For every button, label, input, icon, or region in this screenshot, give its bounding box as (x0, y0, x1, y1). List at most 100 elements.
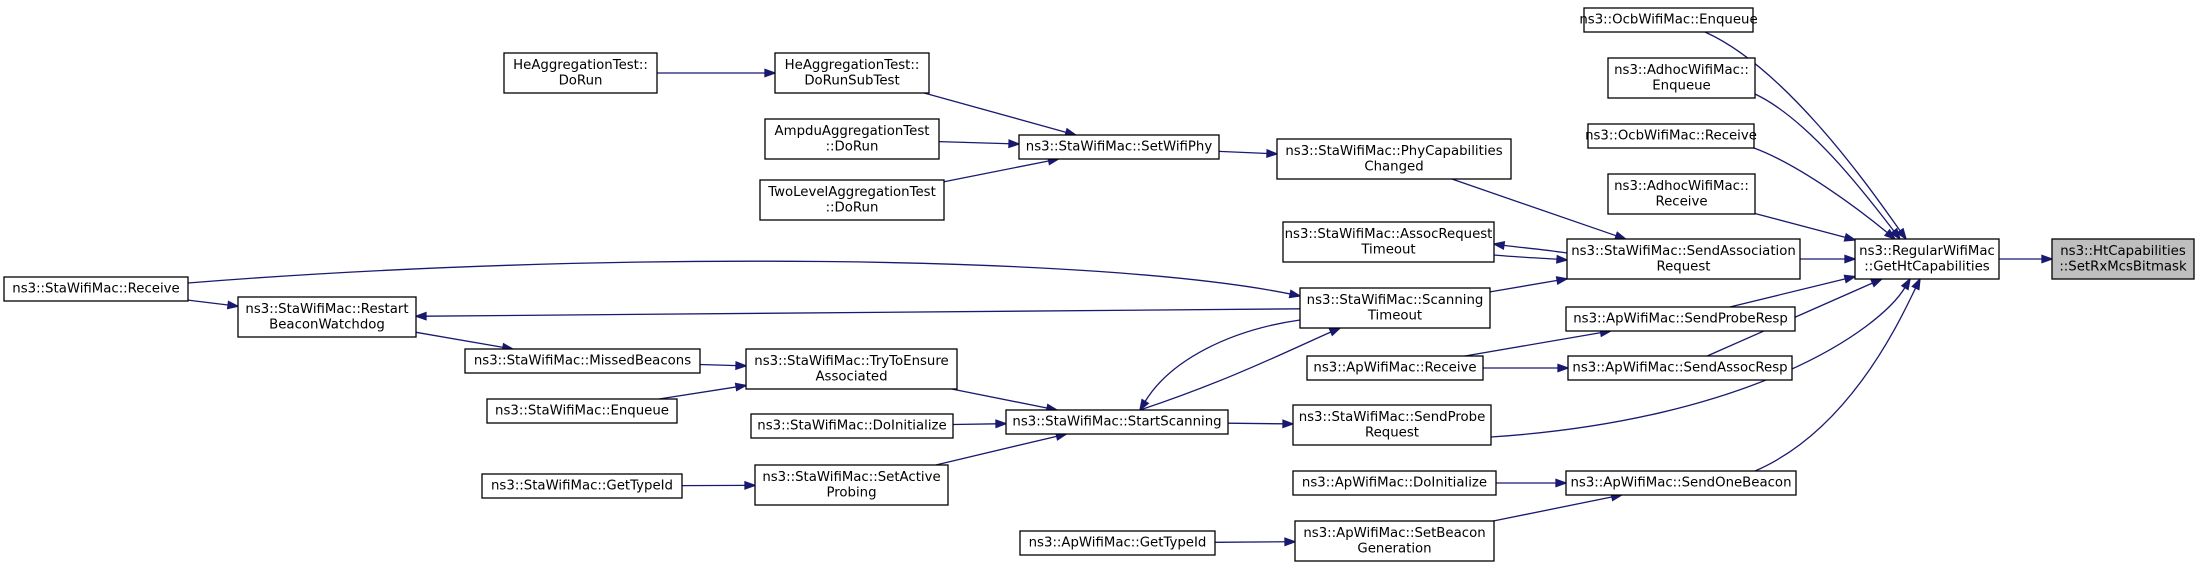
node-adhoc-enqueue[interactable]: ns3::AdhocWifiMac::Enqueue (1607, 57, 1756, 99)
node-rwm-getht[interactable]: ns3::RegularWifiMac::GetHtCapabilities (1854, 238, 2000, 280)
node-sta-doinit[interactable]: ns3::StaWifiMac::DoInitialize (750, 413, 954, 439)
edge-ap_receive-to-ap_sendassoc (1483, 363, 1570, 373)
node-label: DoRun (559, 73, 603, 88)
node-label: ns3::StaWifiMac::SendAssociation (1571, 244, 1796, 259)
edge-adhoc_receive-to-rwm_getht (1754, 212, 1857, 242)
edge-sta_receive-to-sta_restartbw (187, 299, 240, 310)
node-label: ns3::StaWifiMac::MissedBeacons (474, 354, 691, 369)
node-label: Enqueue (1652, 78, 1711, 93)
node-label: Request (1656, 259, 1710, 274)
node-label: ns3::RegularWifiMac (1859, 244, 1995, 259)
edge-he_dorunsub-to-sta_setphy (923, 92, 1078, 137)
edge-ap_gettypeid-to-ap_setbeacon (1214, 537, 1297, 547)
edge-ap_doinit-to-ap_sendbeacon (1496, 478, 1568, 488)
node-sta-startscan[interactable]: ns3::StaWifiMac::StartScanning (1005, 409, 1229, 435)
node-label: ns3::StaWifiMac::StartScanning (1012, 415, 1221, 430)
node-ampdu-dorun[interactable]: AmpduAggregationTest::DoRun (764, 118, 940, 160)
node-label: Timeout (1360, 242, 1415, 257)
node-label: ns3::AdhocWifiMac:: (1614, 63, 1749, 78)
edge-sta_scantimeout-to-sta_startscan (1139, 319, 1301, 412)
node-label: ::SetRxMcsBitmask (2059, 259, 2187, 274)
node-label: ns3::AdhocWifiMac:: (1614, 179, 1749, 194)
node-ap-sendbeacon[interactable]: ns3::ApWifiMac::SendOneBeacon (1565, 470, 1797, 496)
node-label: DoRunSubTest (804, 73, 899, 88)
node-label: HeAggregationTest:: (785, 58, 920, 73)
node-label: ns3::ApWifiMac::SetBeacon (1303, 526, 1485, 541)
node-label: ns3::ApWifiMac::SendAssocResp (1572, 361, 1787, 376)
node-label: ns3::StaWifiMac::PhyCapabilities (1285, 144, 1502, 159)
edge-sta_tryassoc-to-sta_startscan (951, 388, 1059, 413)
node-ocb-receive[interactable]: ns3::OcbWifiMac::Receive (1585, 123, 1757, 149)
node-label: ns3::OcbWifiMac::Enqueue (1579, 13, 1757, 28)
node-sta-missed[interactable]: ns3::StaWifiMac::MissedBeacons (464, 348, 701, 374)
node-label: ns3::StaWifiMac::AssocRequest (1285, 227, 1493, 242)
edge-sta_scantimeout-to-sta_sendassoc (1489, 276, 1569, 293)
edge-ap_sendbeacon-to-rwm_getht (1754, 277, 1921, 472)
edge-sta_setactive-to-sta_startscan (935, 432, 1069, 466)
edge-sta_sendassoc-to-sta_assoctimeout (1492, 241, 1568, 254)
node-label: ns3::StaWifiMac::SetWifiPhy (1026, 140, 1213, 155)
edge-sta_startscan-to-sta_sendprobe (1227, 419, 1295, 429)
node-sta-enqueue[interactable]: ns3::StaWifiMac::Enqueue (486, 398, 678, 424)
node-label: ns3::StaWifiMac::SendProbe (1299, 410, 1486, 425)
node-sta-receive[interactable]: ns3::StaWifiMac::Receive (3, 276, 189, 302)
node-label: Receive (1655, 194, 1707, 209)
node-label: Changed (1364, 159, 1423, 174)
node-label: ns3::StaWifiMac::GetTypeId (491, 479, 673, 494)
node-ocb-enqueue[interactable]: ns3::OcbWifiMac::Enqueue (1579, 7, 1758, 33)
node-sta-gettypeid[interactable]: ns3::StaWifiMac::GetTypeId (481, 473, 683, 499)
node-ap-doinit[interactable]: ns3::ApWifiMac::DoInitialize (1292, 470, 1497, 496)
edge-sta_receive-to-sta_scantimeout (187, 260, 1302, 299)
node-sta-setphy[interactable]: ns3::StaWifiMac::SetWifiPhy (1018, 134, 1220, 160)
node-label: Timeout (1367, 308, 1422, 323)
edge-ap_sendprobe-to-rwm_getht (1729, 274, 1857, 308)
node-ap-gettypeid[interactable]: ns3::ApWifiMac::GetTypeId (1019, 530, 1216, 556)
node-ht-setrx[interactable]: ns3::HtCapabilities::SetRxMcsBitmask (2051, 238, 2195, 280)
edge-sta_doinit-to-sta_startscan (952, 419, 1008, 429)
node-label: ns3::ApWifiMac::Receive (1313, 361, 1476, 376)
edge-ap_setbeacon-to-ap_sendbeacon (1493, 492, 1624, 522)
node-label: TwoLevelAggregationTest (767, 185, 936, 200)
node-he-dorunsub[interactable]: HeAggregationTest::DoRunSubTest (774, 52, 930, 94)
node-label: ns3::ApWifiMac::SendProbeResp (1573, 312, 1788, 327)
node-label: AmpduAggregationTest (775, 124, 930, 139)
node-label: ns3::OcbWifiMac::Receive (1585, 129, 1757, 144)
node-label: ns3::StaWifiMac::SetActive (762, 470, 940, 485)
edge-sta_assoctimeout-to-sta_sendassoc (1493, 254, 1569, 264)
node-label: ::DoRun (826, 139, 879, 154)
node-label: BeaconWatchdog (269, 317, 385, 332)
edge-adhoc_enqueue-to-rwm_getht (1754, 93, 1902, 241)
edge-sta_sendassoc-to-rwm_getht (1800, 254, 1857, 264)
edge-sta_gettypeid-to-sta_setactive (681, 480, 757, 490)
node-ap-sendassoc[interactable]: ns3::ApWifiMac::SendAssocResp (1567, 355, 1793, 381)
edge-ocb_enqueue-to-rwm_getht (1704, 31, 1908, 241)
node-adhoc-receive[interactable]: ns3::AdhocWifiMac::Receive (1607, 173, 1756, 215)
node-label: ::GetHtCapabilities (1864, 259, 1990, 274)
node-label: ns3::ApWifiMac::SendOneBeacon (1570, 476, 1791, 491)
edge-sta_scantimeout-to-sta_restartbw (414, 308, 1301, 321)
edge-rwm_getht-to-ht_setrx (1999, 254, 2054, 264)
edge-ampdu_dorun-to-sta_setphy (938, 139, 1021, 149)
nodes-layer: ns3::HtCapabilities::SetRxMcsBitmaskns3:… (3, 7, 2195, 562)
edge-sta_missed-to-sta_tryassoc (699, 361, 748, 371)
edge-ap_receive-to-ap_sendprobe (1464, 328, 1613, 357)
node-label: ns3::HtCapabilities (2060, 244, 2186, 259)
node-label: Associated (815, 369, 887, 384)
node-label: ns3::ApWifiMac::DoInitialize (1302, 476, 1487, 491)
node-ap-receive[interactable]: ns3::ApWifiMac::Receive (1306, 355, 1484, 381)
edge-sta_enqueue-to-sta_tryassoc (658, 382, 748, 400)
node-twolevel-dorun[interactable]: TwoLevelAggregationTest::DoRun (759, 179, 945, 221)
node-label: ns3::StaWifiMac::DoInitialize (757, 419, 946, 434)
node-ap-sendprobe[interactable]: ns3::ApWifiMac::SendProbeResp (1565, 306, 1796, 332)
node-he-dorun[interactable]: HeAggregationTest::DoRun (503, 52, 658, 94)
